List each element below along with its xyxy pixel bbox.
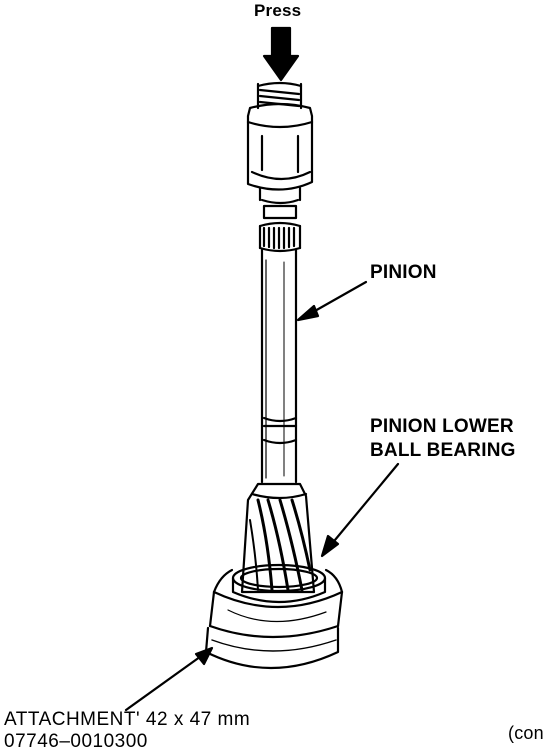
pinion-gear bbox=[240, 482, 316, 594]
top-collar bbox=[246, 102, 314, 191]
bearing-label-line2: BALL BEARING bbox=[370, 440, 516, 461]
bearing-leader bbox=[320, 462, 400, 558]
press-arrow-icon bbox=[262, 26, 300, 82]
pinion-leader bbox=[296, 280, 368, 322]
press-label: Press bbox=[254, 1, 302, 20]
pinion-shaft bbox=[260, 248, 298, 484]
bearing-label-line1: PINION LOWER bbox=[370, 416, 514, 437]
continued-label: (con bbox=[508, 723, 544, 743]
attachment-base bbox=[204, 568, 344, 670]
attachment-label: ATTACHMENT' 42 x 47 mm bbox=[4, 709, 251, 730]
attachment-leader bbox=[124, 646, 214, 712]
part-number-label: 07746–0010300 bbox=[4, 731, 148, 752]
upper-splines bbox=[258, 186, 302, 253]
pinion-label: PINION bbox=[370, 262, 437, 283]
lower-ball-bearing bbox=[231, 563, 327, 604]
